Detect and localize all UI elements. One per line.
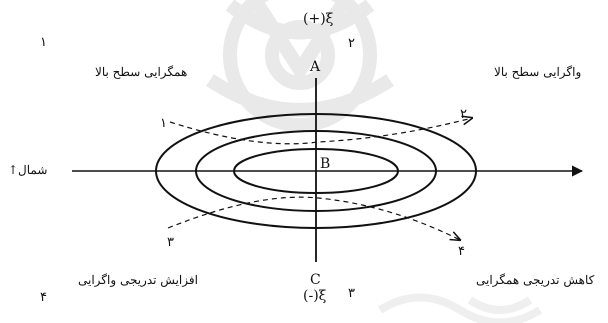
curve-1-label: ۱ [160, 116, 167, 131]
quadrant-3-caption: کاهش تدریجی همگرایی [476, 273, 595, 287]
quadrant-4-caption: افزایش تدریجی واگرایی [78, 273, 198, 287]
axis-letter-a: A [310, 59, 321, 75]
quadrant-4-number: ۴ [40, 290, 47, 305]
watermark-pattern [206, 0, 394, 132]
top-sign-label: (+)ξ [303, 11, 334, 27]
bottom-sign-label: (-)ξ [303, 288, 327, 304]
quadrant-3-number: ۳ [348, 286, 355, 301]
axis-letter-c: C [310, 272, 321, 288]
curve-3-label: ۳ [167, 235, 174, 250]
curve-2-label: ۲ [460, 107, 467, 122]
center-letter-b: B [320, 156, 331, 172]
north-label: شمال↑ [8, 163, 48, 177]
dashed-curve-bottom [167, 196, 460, 240]
quadrant-1-caption: همگرایی سطح بالا [95, 65, 188, 79]
watermark-bottom [377, 293, 543, 323]
curve-4-label: ۴ [458, 244, 465, 259]
quadrant-1-number: ۱ [40, 35, 47, 50]
quadrant-2-number: ۲ [348, 36, 355, 51]
quadrant-2-caption: واگرایی سطح بالا [494, 65, 582, 79]
